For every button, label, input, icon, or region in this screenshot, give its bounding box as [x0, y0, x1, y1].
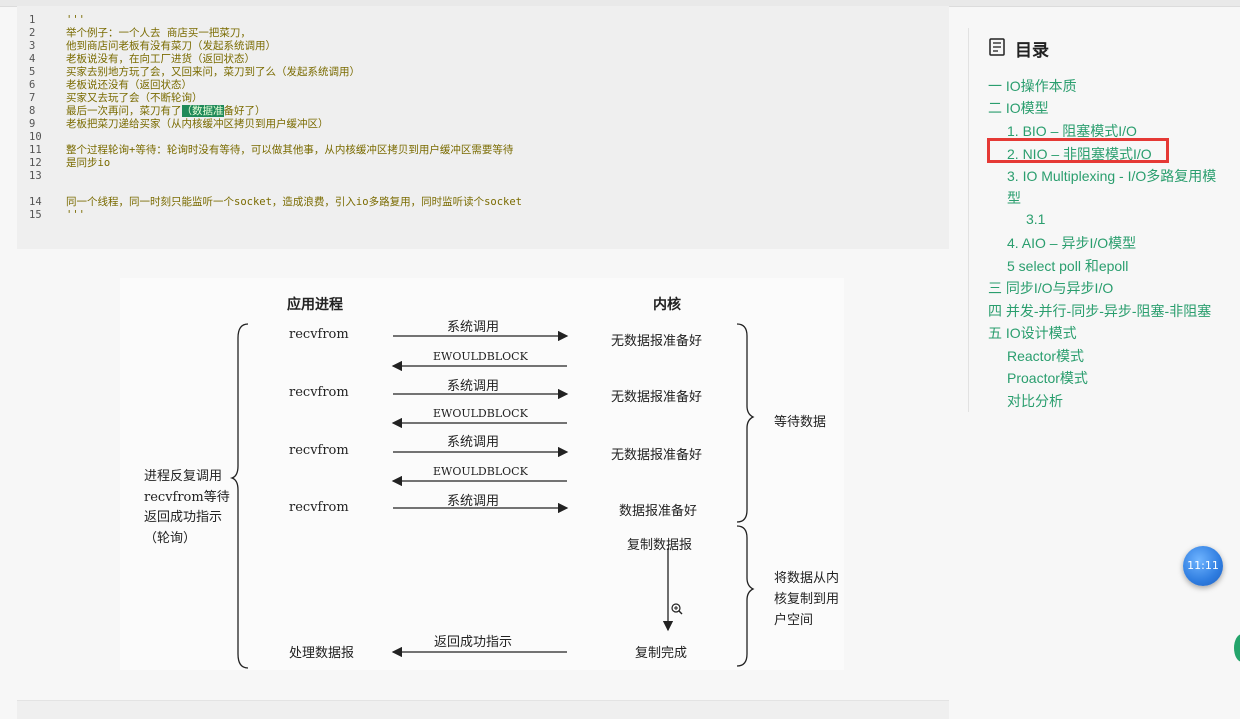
toc-item[interactable]: 二 IO模型 — [988, 100, 1049, 116]
code-text: 是同步io — [66, 157, 111, 169]
line-number: 13 — [29, 170, 42, 182]
toc-item[interactable]: 5 select poll 和epoll — [1007, 258, 1129, 274]
code-text-part: 备好了） — [223, 105, 266, 117]
code-text-part: 最后一次再问，菜刀有了 — [66, 105, 182, 117]
nonblocking-io-diagram[interactable]: 应用进程 内核 recvfrom 系统调用 EWOULDBLOCK 无数据报准备… — [120, 278, 844, 670]
toc-item[interactable]: 3.1 — [1026, 211, 1046, 227]
code-text: 整个过程轮询+等待：轮询时没有等待，可以做其他事，从内核缓冲区拷贝到用户缓冲区需… — [66, 144, 514, 156]
wait-data-label: 等待数据 — [774, 415, 827, 430]
copy-datagram-label: 复制数据报 — [627, 538, 693, 553]
kernel-status: 无数据报准备好 — [611, 334, 703, 349]
list-icon — [989, 38, 1005, 56]
toc-item[interactable]: 4. AIO – 异步I/O模型 — [1007, 235, 1137, 251]
toc-item-active[interactable]: 2. NIO – 非阻塞模式I/O — [1007, 146, 1152, 162]
line-number: 11 — [29, 144, 42, 156]
recvfrom-call: recvfrom — [289, 385, 349, 400]
copy-phase-label-line: 将数据从内 — [774, 571, 840, 586]
code-text: 老板说没有，在向工厂进货（返回状态） — [66, 53, 255, 65]
kernel-status: 无数据报准备好 — [611, 448, 703, 463]
recvfrom-call: recvfrom — [289, 500, 349, 515]
code-text: ''' — [66, 14, 85, 26]
code-text: 买家去别地方玩了会，又回来问，菜刀到了么（发起系统调用） — [66, 66, 360, 78]
toc-item[interactable]: 3. IO Multiplexing - I/O多路复用模 — [1007, 168, 1217, 184]
syscall-label: 系统调用 — [447, 494, 500, 509]
line-number: 12 — [29, 157, 42, 169]
next-code-block — [17, 700, 949, 719]
floating-button[interactable] — [1234, 634, 1240, 662]
polling-label-line: 进程反复调用 — [144, 469, 223, 484]
line-number: 1 — [29, 14, 36, 26]
toc-item[interactable]: Reactor模式 — [1007, 348, 1085, 364]
process-datagram-label: 处理数据报 — [289, 646, 355, 661]
line-number: 2 — [29, 27, 36, 39]
time-badge[interactable]: 11:11 — [1183, 546, 1223, 586]
line-number: 9 — [29, 118, 36, 130]
code-text: 他到商店问老板有没有菜刀（发起系统调用） — [66, 40, 276, 52]
polling-label-line: recvfrom等待 — [144, 490, 230, 505]
kernel-status: 数据报准备好 — [619, 504, 698, 519]
line-number: 6 — [29, 79, 36, 91]
code-text: 老板把菜刀递给买家（从内核缓冲区拷贝到用户缓冲区） — [66, 118, 329, 130]
code-text: 买家又去玩了会（不断轮询） — [66, 92, 203, 104]
toc-item[interactable]: 三 同步I/O与异步I/O — [988, 280, 1114, 296]
toc-item[interactable]: Proactor模式 — [1007, 370, 1088, 386]
copy-phase-label-line: 户空间 — [774, 613, 814, 628]
line-number: 14 — [29, 196, 42, 208]
zoom-in-icon — [671, 603, 683, 615]
code-text: 同一个线程，同一时刻只能监听一个socket，造成浪费，引入io多路复用，同时监… — [66, 196, 522, 208]
polling-label-line: 返回成功指示 — [144, 510, 223, 525]
toc-item[interactable]: 一 IO操作本质 — [988, 78, 1077, 94]
code-block: 1 ''' 2 举个例子：一个人去 商店买一把菜刀， 3 他到商店问老板有没有菜刀（发… — [17, 6, 949, 249]
kernel-header: 内核 — [653, 297, 681, 313]
recvfrom-call: recvfrom — [289, 327, 349, 342]
article-content: 1 ''' 2 举个例子：一个人去 商店买一把菜刀， 3 他到商店问老板有没有菜刀（发… — [17, 6, 949, 719]
kernel-status: 无数据报准备好 — [611, 390, 703, 405]
ewouldblock-label: EWOULDBLOCK — [433, 407, 528, 420]
toc-item[interactable]: 型 — [1007, 190, 1021, 206]
code-text: ''' — [66, 209, 85, 221]
copy-done-label: 复制完成 — [635, 646, 688, 661]
ewouldblock-label: EWOULDBLOCK — [433, 350, 528, 363]
toc-item[interactable]: 五 IO设计模式 — [988, 325, 1077, 341]
line-number: 4 — [29, 53, 36, 65]
syscall-label: 系统调用 — [447, 435, 500, 450]
polling-label-line: （轮询） — [144, 531, 197, 546]
line-number: 10 — [29, 131, 42, 143]
syscall-label: 系统调用 — [447, 320, 500, 335]
syscall-label: 系统调用 — [447, 379, 500, 394]
code-text: 老板说还没有（返回状态） — [66, 79, 192, 91]
return-success-label: 返回成功指示 — [434, 635, 513, 650]
code-text: 举个例子：一个人去 商店买一把菜刀， — [66, 27, 251, 39]
toc-item[interactable]: 对比分析 — [1007, 393, 1063, 409]
diagram-lines — [229, 323, 755, 669]
line-number: 15 — [29, 209, 42, 221]
highlight-box — [987, 138, 1169, 163]
recvfrom-call: recvfrom — [289, 443, 349, 458]
line-number: 8 — [29, 105, 36, 117]
ewouldblock-label: EWOULDBLOCK — [433, 465, 528, 478]
app-process-header: 应用进程 — [287, 297, 343, 313]
code-text: 最后一次再问，菜刀有了（数据准备好了） — [66, 105, 266, 117]
table-of-contents: 目录 一 IO操作本质 二 IO模型 1. BIO – 阻塞模式I/O 2. N… — [968, 28, 1240, 412]
toc-item[interactable]: 四 并发-并行-同步-异步-阻塞-非阻塞 — [988, 303, 1212, 319]
line-number: 5 — [29, 66, 36, 78]
toc-title: 目录 — [1015, 41, 1049, 61]
line-number: 7 — [29, 92, 36, 104]
line-number: 3 — [29, 40, 36, 52]
selected-text[interactable]: （数据准 — [181, 105, 224, 117]
toc-item[interactable]: 1. BIO – 阻塞模式I/O — [1007, 123, 1137, 139]
copy-phase-label-line: 核复制到用 — [774, 592, 840, 607]
